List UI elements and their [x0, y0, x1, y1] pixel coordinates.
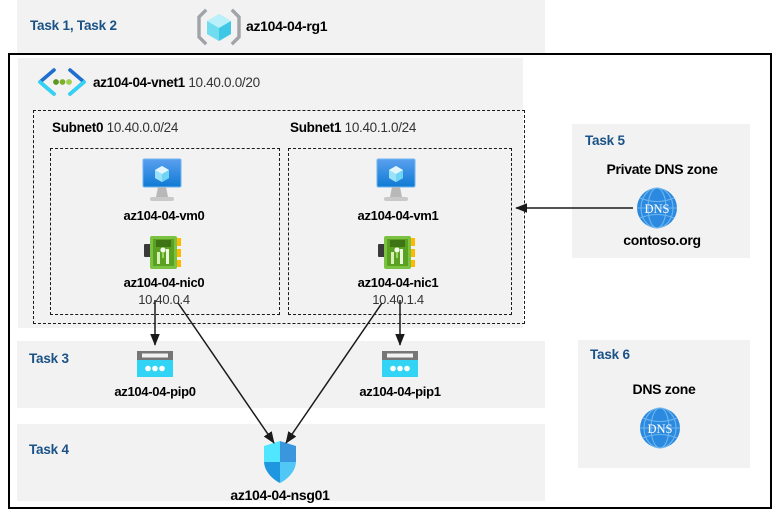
subnet1-header: Subnet1 10.40.1.0/24 [290, 120, 416, 135]
task-label-6: Task 6 [590, 347, 630, 362]
nic1-ip: 10.40.1.4 [372, 292, 424, 307]
public-ip-address-icon [380, 349, 420, 381]
resource-group-icon [196, 8, 242, 46]
nic1-name: az104-04-nic1 [357, 275, 439, 290]
subnet0-box [50, 148, 280, 315]
task5-title: Private DNS zone [606, 161, 718, 177]
task-label-5: Task 5 [585, 133, 625, 148]
public-ip-address-icon [135, 349, 175, 381]
task-label-4: Task 4 [29, 442, 69, 457]
vnet-name: az104-04-vnet1 [93, 75, 185, 90]
subnets-container [33, 110, 525, 324]
virtual-network-icon [36, 68, 88, 96]
virtual-machine-icon [367, 157, 425, 205]
network-security-group-icon [262, 440, 298, 484]
vnet-box [18, 58, 523, 328]
task3-panel [17, 341, 545, 408]
nsg-name: az104-04-nsg01 [230, 487, 330, 503]
subnet0-name: Subnet0 [52, 120, 104, 135]
dns-icon-text: DNS [647, 422, 672, 436]
task5-zone-name: contoso.org [623, 232, 701, 248]
subnet1-cidr: 10.40.1.0/24 [344, 120, 417, 135]
dns-zone-icon: DNS [635, 186, 679, 230]
vm1-name: az104-04-vm1 [357, 208, 439, 223]
pip1-name: az104-04-pip1 [359, 384, 441, 399]
vnet-header: az104-04-vnet1 10.40.0.0/20 [93, 75, 260, 90]
subnet0-header: Subnet0 10.40.0.0/24 [52, 120, 178, 135]
resource-group-name: az104-04-rg1 [246, 18, 328, 34]
dns-icon-text: DNS [644, 202, 669, 216]
task-label-1-2: Task 1, Task 2 [30, 18, 117, 33]
vnet-cidr: 10.40.0.0/20 [188, 75, 260, 90]
task-label-3: Task 3 [29, 351, 69, 366]
task6-title: DNS zone [632, 381, 696, 397]
subnet0-cidr: 10.40.0.0/24 [106, 120, 179, 135]
nic0-ip: 10.40.0.4 [138, 292, 190, 307]
diagram-outer-frame [8, 53, 772, 509]
virtual-machine-icon [133, 157, 191, 205]
network-interface-icon [376, 234, 418, 272]
dns-zone-icon: DNS [638, 406, 682, 450]
subnet1-name: Subnet1 [290, 120, 342, 135]
network-interface-icon [142, 234, 184, 272]
resource-group-band [17, 0, 545, 53]
vm0-name: az104-04-vm0 [123, 208, 205, 223]
nic0-name: az104-04-nic0 [123, 275, 205, 290]
pip0-name: az104-04-pip0 [114, 384, 196, 399]
